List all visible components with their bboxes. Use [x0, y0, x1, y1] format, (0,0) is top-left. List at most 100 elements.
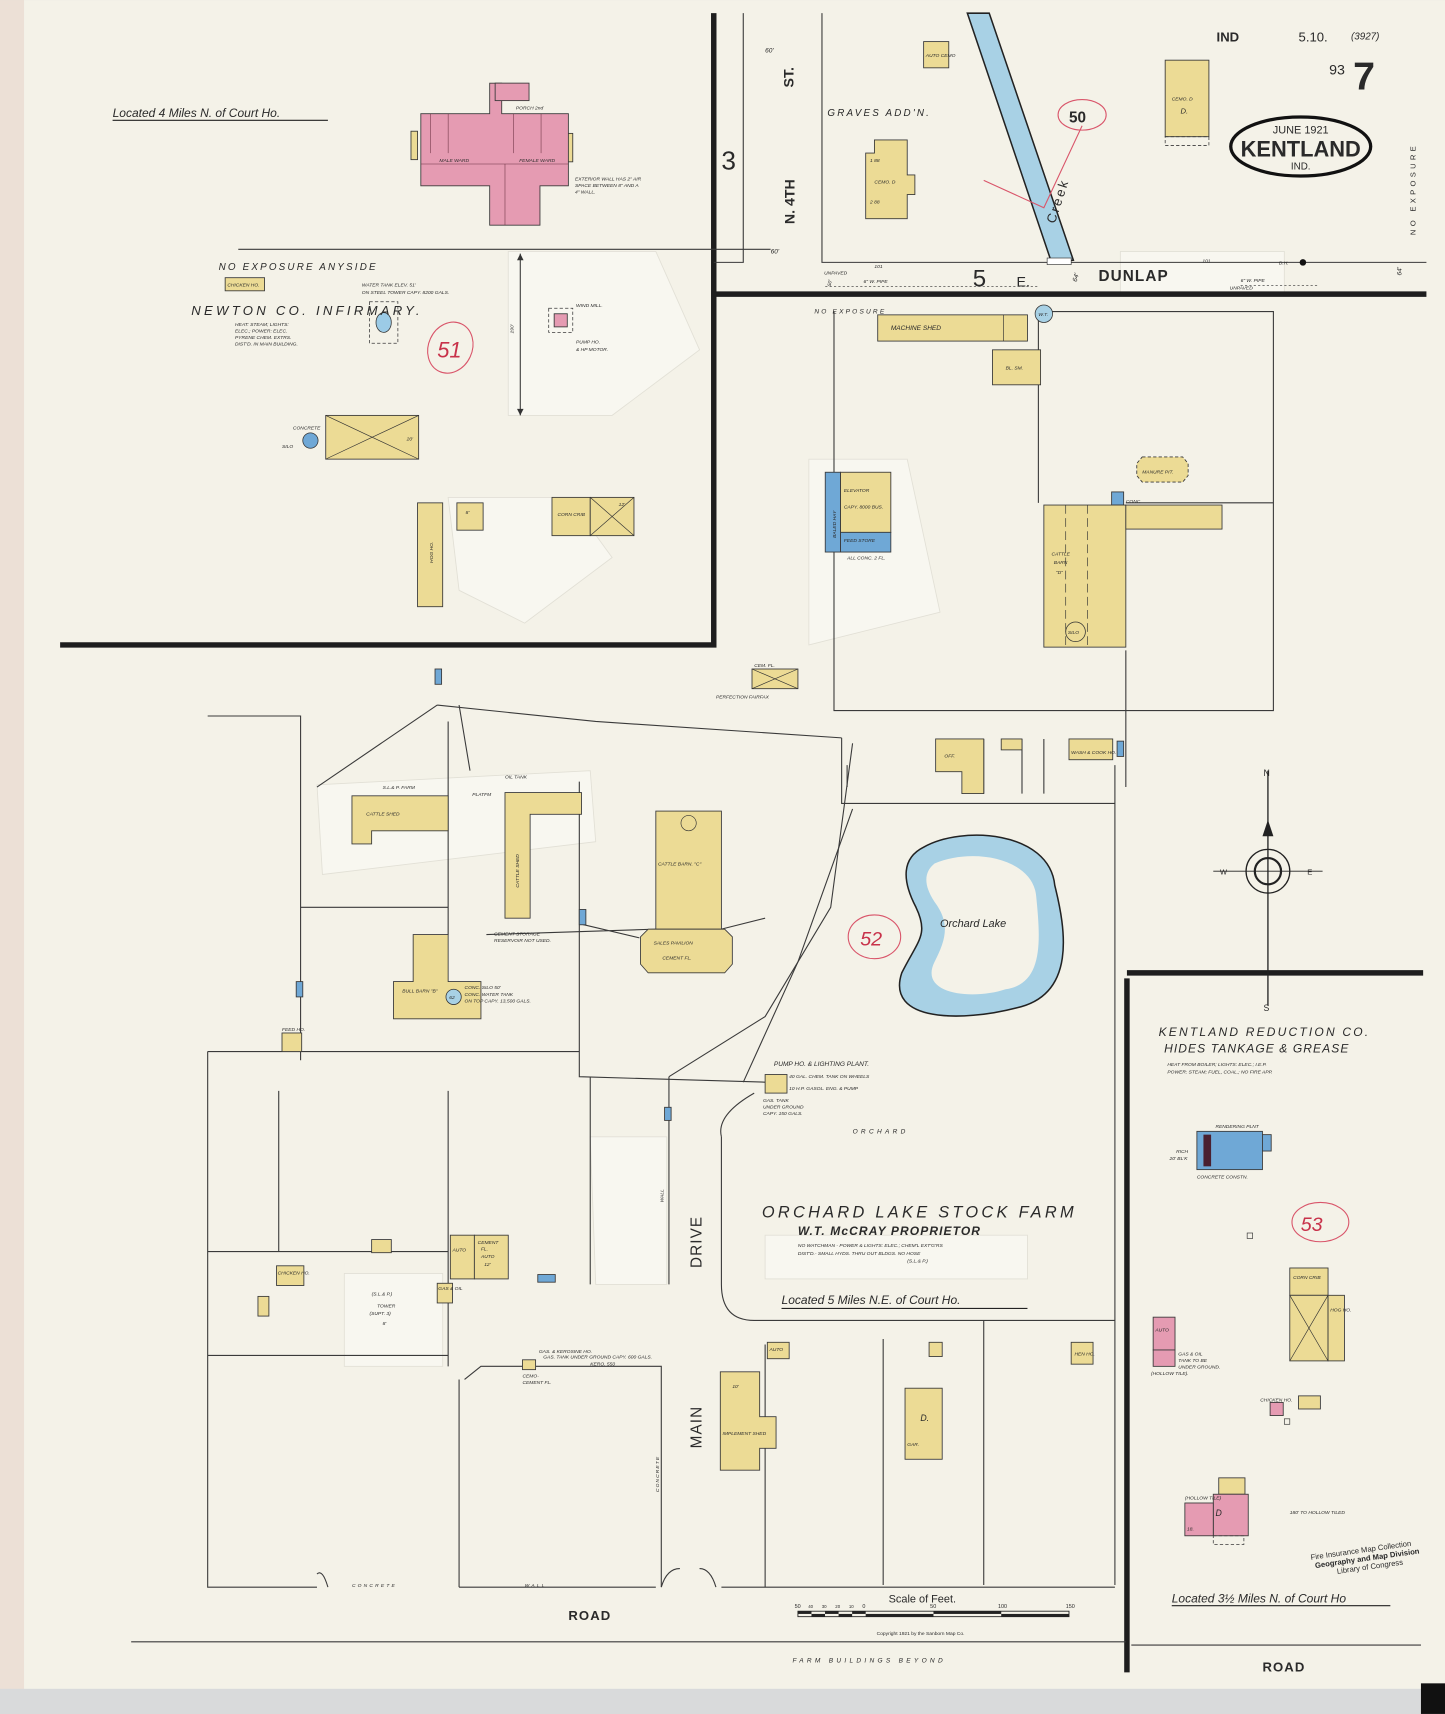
dimension-190: 190': [510, 323, 516, 333]
auto-label: AUTO: [452, 1248, 467, 1254]
street-name: DUNLAP: [1099, 268, 1169, 285]
wall-note-1: EXTERIOR WALL HAS 2" AIR: [575, 176, 642, 182]
silo-tank: [445, 988, 462, 1005]
barn-silo-label: SILO: [1068, 630, 1079, 636]
dim-288: 2 88: [869, 199, 880, 205]
wash-cook-label: WASH & COOK HO.: [1071, 750, 1116, 756]
kerosine-note-3: KERO. 550: [590, 1361, 615, 1367]
water-tank-note-2: ON STEEL TOWER CAPY. 8200 GALS.: [362, 290, 449, 296]
farm-note-3: (S.L.& P.): [907, 1259, 928, 1265]
cattle-shed-west-label: CATTLE SHED: [366, 811, 400, 817]
manure-pit: [1136, 456, 1189, 483]
main-label: MAIN: [689, 1406, 706, 1449]
state-name: IND.: [1291, 161, 1311, 172]
water-tower-label: W.T.: [1038, 312, 1048, 318]
pump-plant-label: PUMP HO. & LIGHTING PLANT.: [774, 1061, 869, 1068]
implement-shed-label: IMPLEMENT SHED: [723, 1431, 767, 1437]
district-51: 51: [437, 337, 461, 362]
pump-note-1: PUMP HO.: [576, 339, 600, 345]
hen-house: [1070, 1341, 1094, 1365]
gas-oil-note-1: GAS & OIL: [1178, 1351, 1203, 1357]
reduction-note-2: POWER: STEAM; FUEL, COAL.; NO FIRE APP.: [1167, 1069, 1272, 1075]
cattle-shed-north: [504, 792, 582, 919]
street-width-50: 50': [827, 278, 834, 286]
cattle-barn-d-label-2: BARN: [1054, 560, 1068, 566]
infirmary-note-2: ELEC.; POWER: ELEC.: [235, 328, 287, 334]
corn-crib: [551, 496, 591, 537]
wall-bottom-label: WALL: [525, 1583, 547, 1589]
unpaved-east: UNPAVED: [1230, 286, 1254, 292]
scale-tick: 50: [930, 1604, 936, 1610]
dwelling-east: [1164, 59, 1210, 138]
street-width-top: 60': [765, 48, 774, 55]
reduction-location: Located 3½ Miles N. of Court Ho: [1172, 1591, 1347, 1605]
stock-farm-title: ORCHARD LAKE STOCK FARM: [762, 1204, 1077, 1222]
dunlap-street: UNPAVED 101 6" W. PIPE 50' E. 64' DUNLAP…: [824, 258, 1403, 291]
compass-n: N: [1264, 768, 1270, 778]
concrete-vertical-label: CONCRETE: [655, 1456, 661, 1492]
feed-store-label: FEED STORE: [844, 538, 876, 544]
sheet-reference: (3927): [1351, 31, 1379, 42]
silo-number: 62: [449, 995, 455, 1001]
scale-tick: 40: [808, 1604, 813, 1609]
scale-segment: [865, 1613, 934, 1617]
gas-oil-note-3: UNDER GROUND.: [1178, 1365, 1220, 1371]
street-width-64: 64': [1072, 272, 1081, 283]
auto-cement-shed: [473, 1234, 509, 1280]
wind-mill-label: WIND MILL.: [576, 303, 603, 309]
dwelling-west-label: CEMO. D: [874, 180, 895, 186]
lot-lines: [131, 13, 1427, 1646]
silo-note-1: CONC. SILO 50': [465, 985, 502, 991]
scale-tick: 20: [835, 1604, 840, 1609]
scale-segment: [838, 1613, 853, 1617]
rich-note-1: RICH: [1176, 1149, 1188, 1155]
district-50: 50: [1069, 109, 1086, 126]
slp-farm-label: S.L.& P. FARM: [383, 785, 416, 791]
baled-hay-label: BALED HAY: [832, 510, 838, 538]
garage-label: GAR.: [907, 1442, 919, 1448]
tower-note-2: TOWER: [377, 1303, 396, 1309]
scale-segment: [933, 1611, 1002, 1614]
implement-shed: [719, 1371, 777, 1471]
infirmary-location: Located 4 Miles N. of Court Ho.: [113, 106, 281, 120]
office-label: OFF.: [944, 754, 955, 760]
blacksmith-label: BL. SM.: [1006, 366, 1023, 372]
volume-number: 5.10.: [1299, 30, 1328, 45]
hollow-tile-distance: 180' TO HOLLOW TILED: [1290, 1510, 1346, 1516]
farm-note-1: NO WATCHMAN - POWER & LIGHTS: ELEC.; CHE…: [798, 1243, 944, 1249]
chicken-house-reduction: [1269, 1401, 1284, 1416]
perfection-fairfax-label: PERFECTION FAIRFAX: [716, 695, 770, 701]
gas-tank-note-3: CAPY. 150 GALS.: [763, 1111, 803, 1117]
concrete-silo-label: CONCRETE: [293, 426, 321, 432]
concrete-tank: [1111, 491, 1125, 506]
female-ward-label: FEMALE WARD: [519, 158, 555, 164]
cement-storage-2: RESERVOIR NOT USED.: [494, 938, 551, 944]
hen-house-label: HEN HO.: [1074, 1351, 1094, 1357]
wall-label: WALL: [659, 1189, 665, 1203]
blacksmith-shop: [992, 349, 1042, 386]
auto-cement-4: 12': [484, 1262, 491, 1268]
stock-farm-north: NO EXPOSURE MACHINE SHED W.T. BL. SM. BA…: [434, 304, 1223, 795]
water-pipe-west: 6" W. PIPE: [864, 279, 889, 285]
water-tower: [1034, 304, 1053, 323]
town-name: KENTLAND: [1241, 136, 1361, 161]
no-exposure-north: NO EXPOSURE: [814, 309, 886, 316]
scale-segment: [825, 1611, 839, 1614]
auto-garage-label: AUTO CEMO: [925, 53, 956, 59]
scale-segment: [797, 1611, 812, 1614]
no-exposure-anyside: NO EXPOSURE ANYSIDE: [219, 262, 378, 273]
compass-rose: N S E W: [1213, 768, 1323, 1013]
binding-edge: [0, 0, 25, 1689]
small-shed-2: [1000, 738, 1023, 751]
copyright: Copyright 1921 by the Sanborn Map Co.: [877, 1631, 965, 1637]
compass-s: S: [1264, 1003, 1270, 1013]
small-shed: [456, 502, 484, 531]
wall-note-3: 4" WALL.: [575, 190, 595, 196]
dim-188: 1 88: [870, 158, 880, 164]
tower-note-1: (S.L.& P.): [372, 1291, 393, 1297]
machine-shed-label: MACHINE SHED: [891, 325, 941, 332]
pump-house: [764, 1074, 788, 1094]
